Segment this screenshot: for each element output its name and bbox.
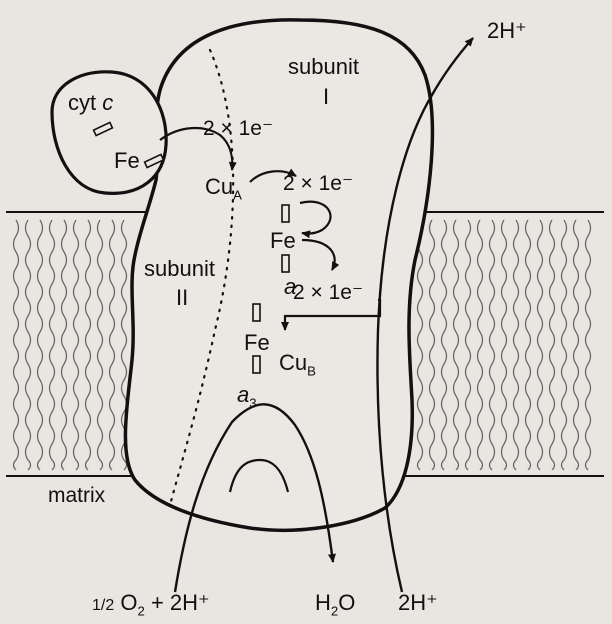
water-end: O: [338, 590, 356, 615]
matrix-label: matrix: [48, 484, 106, 507]
lipid-stroke: [416, 219, 424, 471]
cytochrome-c-blob: [50, 70, 168, 195]
lipid-stroke: [60, 219, 68, 471]
lipid-stroke: [476, 219, 484, 471]
electron-arrow-cytc-to-cua: [159, 126, 237, 171]
oxygen-to-water-arrow: [173, 403, 336, 593]
heme-bar-a3-bottom: [252, 355, 261, 374]
enzyme-complex-outline: [123, 18, 435, 532]
cub-main: Cu: [279, 350, 308, 375]
electron-arrow-loop-1: [299, 200, 332, 239]
lipid-stroke: [12, 219, 20, 471]
lipid-stroke: [452, 219, 460, 471]
cytochrome-c-label: cyt c: [68, 92, 113, 114]
subunit-boundary-dotted: [168, 48, 235, 507]
heme-bar-a-bottom: [281, 254, 290, 273]
heme-a3-label: a3: [237, 384, 257, 410]
lipid-stroke: [84, 219, 92, 471]
lipid-stroke: [108, 219, 116, 471]
subunit-ii-num: II: [176, 285, 189, 310]
cua-sub: A: [233, 187, 242, 203]
subunit-i-word: subunit: [288, 54, 359, 79]
cua-label: CuA: [205, 176, 242, 202]
oxygen-rest: + 2H⁺: [144, 590, 210, 615]
lipid-stroke: [584, 219, 592, 471]
lipid-stroke: [96, 219, 104, 471]
lipid-stroke: [500, 219, 508, 471]
lipid-stroke: [488, 219, 496, 471]
lipid-stroke: [464, 219, 472, 471]
subunit-ii-word: subunit: [144, 256, 215, 281]
oxygen-reactant-label: 1/2 O2 + 2H⁺: [92, 592, 210, 618]
lipid-stroke: [24, 219, 32, 471]
oxygen-hump-inner: [228, 458, 290, 493]
fe-a3-label: Fe: [244, 330, 270, 355]
oxygen-main: O: [120, 590, 138, 615]
proton-out-label: 2H⁺: [487, 18, 527, 43]
electron-arrow-loop-2: [301, 238, 340, 271]
lipid-stroke: [72, 219, 80, 471]
lipid-stroke: [548, 219, 556, 471]
water-label: H2O: [315, 592, 355, 618]
lipid-stroke: [524, 219, 532, 471]
cua-main: Cu: [205, 174, 234, 199]
fe-a-label: Fe: [270, 228, 296, 253]
lipid-stroke: [428, 219, 436, 471]
fe-cytc-label: Fe: [114, 148, 140, 173]
heme-a3-sub: 3: [249, 395, 257, 411]
heme-a3-main: a: [237, 382, 250, 407]
heme-a-label: a: [284, 274, 297, 299]
proton-in-label: 2H⁺: [398, 590, 438, 615]
cub-label: CuB: [279, 352, 316, 378]
water-main: H: [315, 590, 331, 615]
proton-pump-arrow: [376, 37, 474, 593]
cub-sub: B: [307, 363, 316, 379]
heme-bar-a-top: [281, 204, 290, 223]
lipid-stroke: [572, 219, 580, 471]
electron-arrow-cua-to-a: [249, 168, 297, 183]
lipid-stroke: [48, 219, 56, 471]
subunit-i-num: I: [323, 84, 330, 109]
electron-label-2: 2 × 1e⁻: [283, 172, 354, 195]
lipid-stroke: [36, 219, 44, 471]
membrane-lipid-texture: [12, 219, 592, 471]
heme-bar-cytc-1: [92, 121, 114, 137]
lipid-stroke: [560, 219, 568, 471]
electron-label-3: 2 × 1e⁻: [293, 281, 364, 304]
oxygen-sub: 2: [137, 603, 145, 619]
lipid-stroke: [512, 219, 520, 471]
oxygen-frac: 1/2: [92, 597, 115, 614]
heme-bar-a3-top: [252, 303, 261, 322]
heme-bar-cytc-2: [143, 153, 165, 169]
electron-label-1: 2 × 1e⁻: [203, 117, 274, 140]
cyt-c-main: cyt: [68, 90, 103, 115]
lipid-stroke: [440, 219, 448, 471]
cyt-c-italic: c: [102, 90, 114, 115]
lipid-stroke: [536, 219, 544, 471]
water-sub: 2: [330, 603, 339, 619]
